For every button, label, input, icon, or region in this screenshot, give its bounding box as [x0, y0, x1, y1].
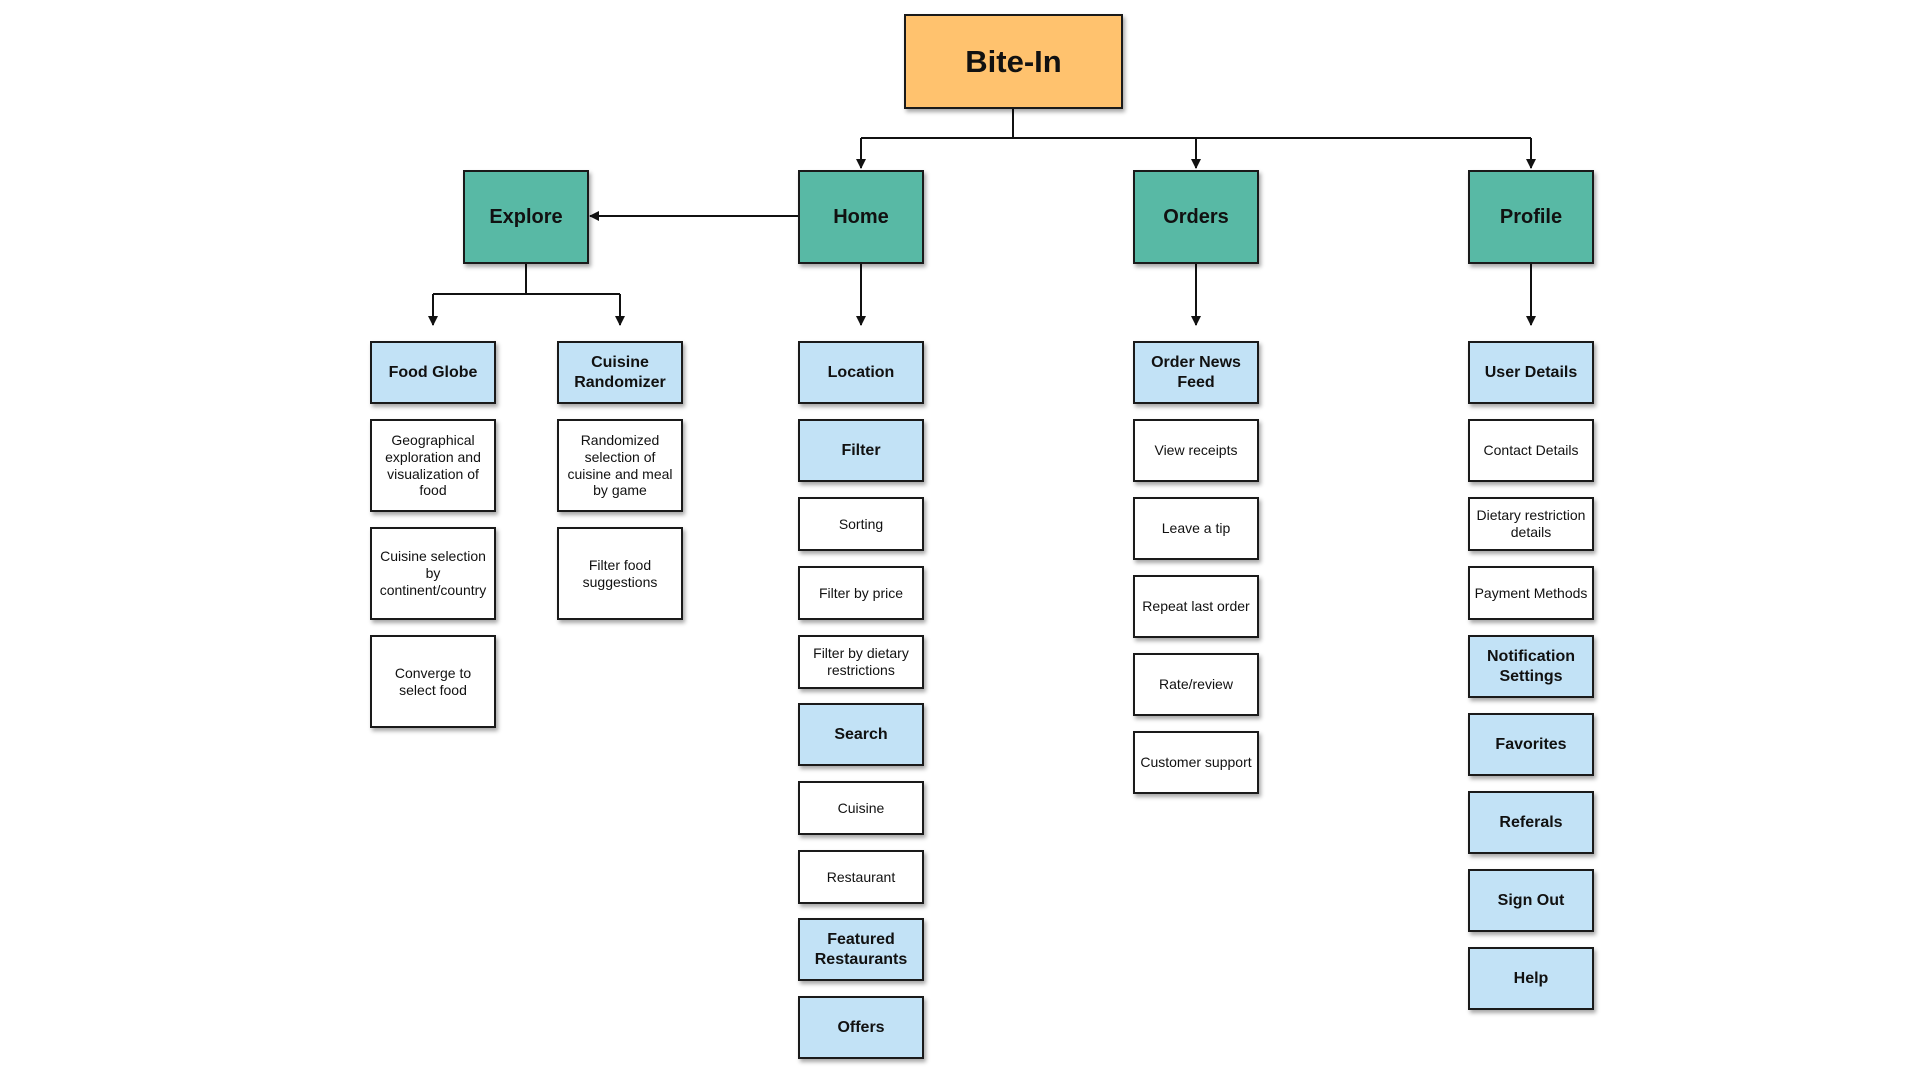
node-order-news-feed[interactable]: Order News Feed	[1133, 341, 1259, 404]
node-filter-dietary[interactable]: Filter by dietary restrictions	[798, 635, 924, 689]
section-home[interactable]: Home	[798, 170, 924, 264]
node-payment-methods[interactable]: Payment Methods	[1468, 566, 1594, 620]
node-search[interactable]: Search	[798, 703, 924, 766]
node-rate-review[interactable]: Rate/review	[1133, 653, 1259, 716]
node-user-details[interactable]: User Details	[1468, 341, 1594, 404]
node-food-globe-cuisine[interactable]: Cuisine selection by continent/country	[370, 527, 496, 620]
node-sorting[interactable]: Sorting	[798, 497, 924, 551]
node-location[interactable]: Location	[798, 341, 924, 404]
node-sign-out[interactable]: Sign Out	[1468, 869, 1594, 932]
root-node[interactable]: Bite-In	[904, 14, 1123, 109]
node-cuisine-randomizer[interactable]: Cuisine Randomizer	[557, 341, 683, 404]
node-contact-details[interactable]: Contact Details	[1468, 419, 1594, 482]
node-offers[interactable]: Offers	[798, 996, 924, 1059]
node-dietary-details[interactable]: Dietary restriction details	[1468, 497, 1594, 551]
node-randomizer-filter[interactable]: Filter food suggestions	[557, 527, 683, 620]
node-randomizer-game[interactable]: Randomized selection of cuisine and meal…	[557, 419, 683, 512]
node-food-globe-geo[interactable]: Geographical exploration and visualizati…	[370, 419, 496, 512]
node-featured-restaurants[interactable]: Featured Restaurants	[798, 918, 924, 981]
node-referals[interactable]: Referals	[1468, 791, 1594, 854]
section-orders[interactable]: Orders	[1133, 170, 1259, 264]
section-explore[interactable]: Explore	[463, 170, 589, 264]
section-profile[interactable]: Profile	[1468, 170, 1594, 264]
node-search-restaurant[interactable]: Restaurant	[798, 850, 924, 904]
node-customer-support[interactable]: Customer support	[1133, 731, 1259, 794]
node-help[interactable]: Help	[1468, 947, 1594, 1010]
node-food-globe[interactable]: Food Globe	[370, 341, 496, 404]
node-repeat-order[interactable]: Repeat last order	[1133, 575, 1259, 638]
node-notification-settings[interactable]: Notification Settings	[1468, 635, 1594, 698]
node-favorites[interactable]: Favorites	[1468, 713, 1594, 776]
node-leave-tip[interactable]: Leave a tip	[1133, 497, 1259, 560]
node-view-receipts[interactable]: View receipts	[1133, 419, 1259, 482]
node-filter-price[interactable]: Filter by price	[798, 566, 924, 620]
node-food-globe-converge[interactable]: Converge to select food	[370, 635, 496, 728]
node-filter[interactable]: Filter	[798, 419, 924, 482]
node-search-cuisine[interactable]: Cuisine	[798, 781, 924, 835]
